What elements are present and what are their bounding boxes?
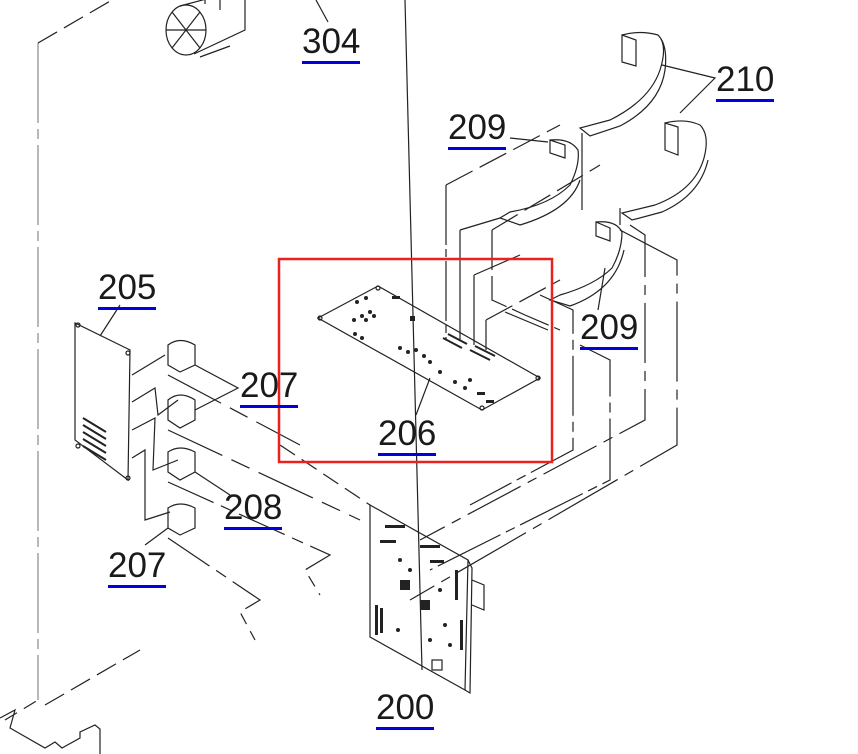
part-207-208-clips [167, 339, 196, 536]
callout-209-top[interactable]: 209 [448, 110, 507, 150]
part-206-board [316, 285, 542, 411]
callout-304[interactable]: 304 [302, 24, 361, 64]
part-304-fan [165, 0, 246, 58]
callout-205[interactable]: 205 [98, 270, 157, 310]
part-200-mainboard [369, 503, 485, 695]
part-205-panel [74, 322, 131, 482]
callout-206[interactable]: 206 [378, 416, 437, 456]
callout-207-bottom[interactable]: 207 [108, 548, 167, 588]
callout-208[interactable]: 208 [224, 490, 283, 530]
part-209-cables [498, 137, 625, 311]
callout-207-top[interactable]: 207 [240, 368, 299, 408]
callout-200[interactable]: 200 [376, 690, 435, 730]
callout-210[interactable]: 210 [716, 62, 775, 102]
callout-209-bottom[interactable]: 209 [580, 310, 639, 350]
highlight-box [277, 257, 554, 464]
part-210-cables [578, 31, 717, 225]
